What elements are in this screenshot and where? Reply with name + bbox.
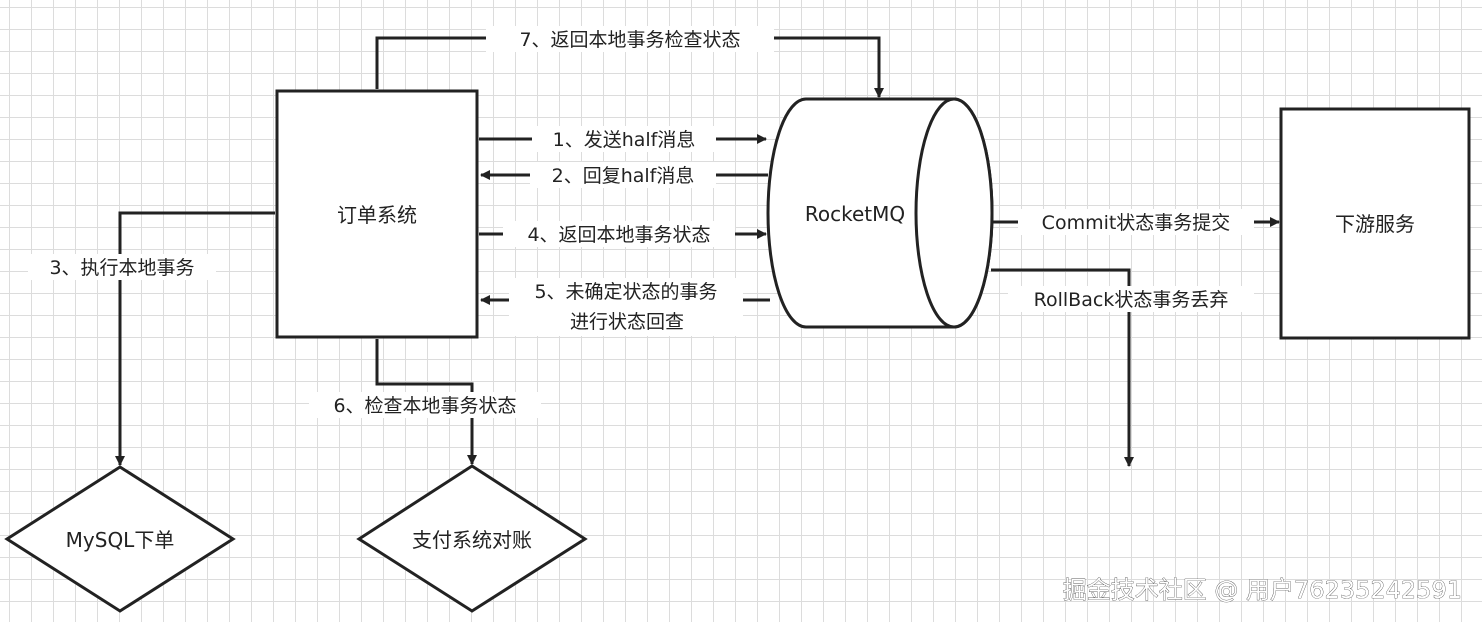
edge-step3-label: 3、执行本地事务 [49,257,194,279]
edge-commit-label: Commit状态事务提交 [1042,212,1231,234]
edge-step7: 7、返回本地事务检查状态 [375,26,884,98]
edge-rollback-label: RollBack状态事务丢弃 [1034,289,1229,311]
downstream-service-label: 下游服务 [1335,212,1415,236]
edge-step5-label-line1: 5、未确定状态的事务 [534,281,717,303]
edge-step6-label: 6、检查本地事务状态 [333,395,516,417]
downstream-service-node[interactable]: 下游服务 [1279,107,1471,340]
edge-rollback: RollBack状态事务丢弃 [991,268,1254,467]
edge-step2: 2、回复half消息 [480,162,768,188]
edge-step3: 3、执行本地事务 [28,211,275,466]
edge-step5-label-line2: 进行状态回查 [570,311,684,333]
mysql-order-label: MySQL下单 [66,528,175,552]
edge-step2-label: 2、回复half消息 [552,165,695,187]
rocketmq-node[interactable]: RocketMQ [766,97,994,329]
mysql-order-node[interactable]: MySQL下单 [4,465,236,613]
watermark: 掘金技术社区 @ 用户76235242591 [1063,576,1462,604]
edge-step4: 4、返回本地事务状态 [479,221,767,247]
edge-step5: 5、未确定状态的事务 进行状态回查 [480,278,770,336]
edge-step1-label: 1、发送half消息 [553,129,696,151]
payment-reconcile-label: 支付系统对账 [412,528,532,552]
payment-reconcile-node[interactable]: 支付系统对账 [356,464,588,613]
edge-step6: 6、检查本地事务状态 [309,339,541,465]
order-system-node[interactable]: 订单系统 [275,89,479,339]
edge-step4-label: 4、返回本地事务状态 [527,224,710,246]
order-system-label: 订单系统 [337,203,417,227]
edge-commit: Commit状态事务提交 [993,209,1280,235]
edge-step7-label: 7、返回本地事务检查状态 [519,29,740,51]
rocketmq-label: RocketMQ [805,202,905,226]
edge-step1: 1、发送half消息 [479,126,767,152]
